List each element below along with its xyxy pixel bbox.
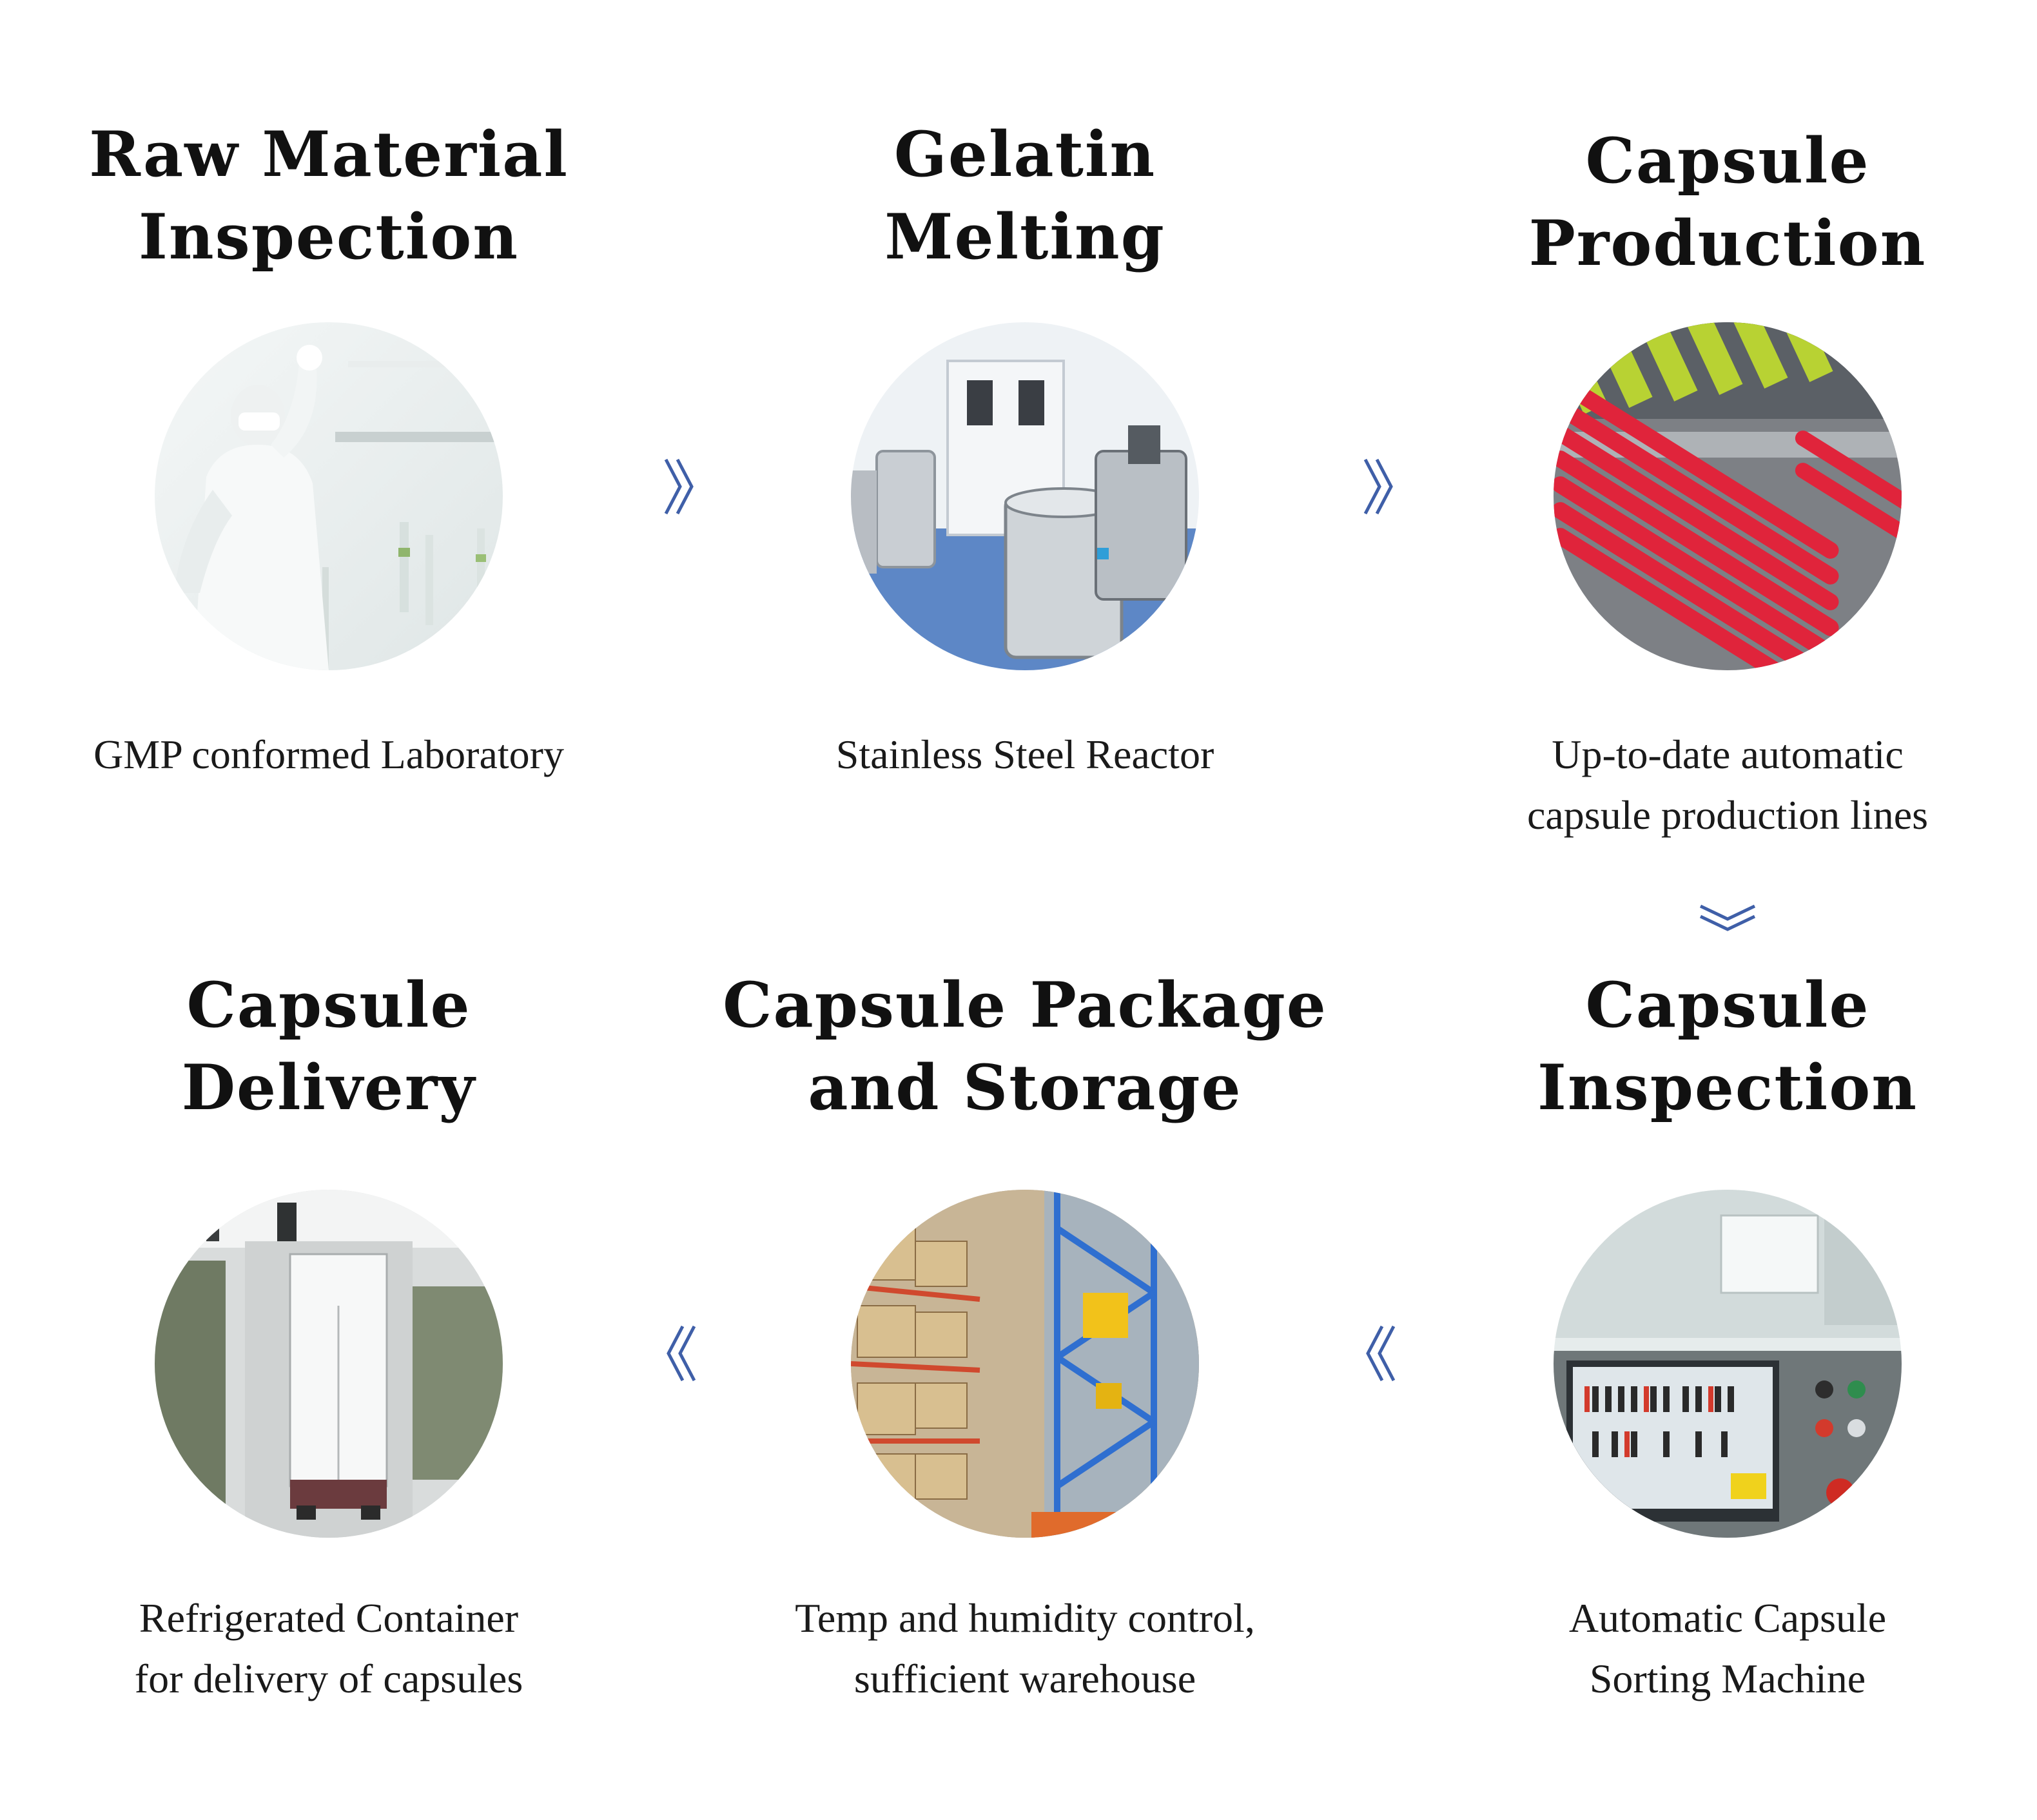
double-chevron-down-icon [1695,900,1760,938]
double-chevron-right-icon [661,454,699,519]
double-chevron-right-icon [1360,454,1399,519]
step-caption: Temp and humidity control, sufficient wa… [795,1595,1255,1701]
step-title: Gelatin Melting [884,118,1165,273]
step-title: Capsule Inspection [1537,969,1918,1124]
step-caption: Up-to-date automatic capsule production … [1526,731,1929,838]
step-caption: Automatic Capsule Sorting Machine [1568,1595,1887,1701]
step-caption: Stainless Steel Reactor [835,731,1214,777]
stainless-steel-reactor-photo [851,322,1199,670]
refrigerated-truck-photo [155,1190,503,1538]
step-title: Capsule Production [1528,124,1927,280]
warehouse-racks-photo [851,1190,1199,1538]
double-chevron-left-icon [661,1321,699,1386]
step-title: Capsule Delivery [181,969,476,1124]
capsule-sorting-machine-photo [1554,1190,1902,1538]
laboratory-technician-photo [155,322,503,670]
double-chevron-left-icon [1360,1321,1399,1386]
capsule-production-line-photo [1554,322,1902,670]
step-title: Raw Material Inspection [89,118,569,273]
step-title: Capsule Package and Storage [723,969,1327,1124]
step-caption: GMP conformed Laboratory [93,731,564,777]
step-caption: Refrigerated Container for delivery of c… [134,1595,523,1701]
